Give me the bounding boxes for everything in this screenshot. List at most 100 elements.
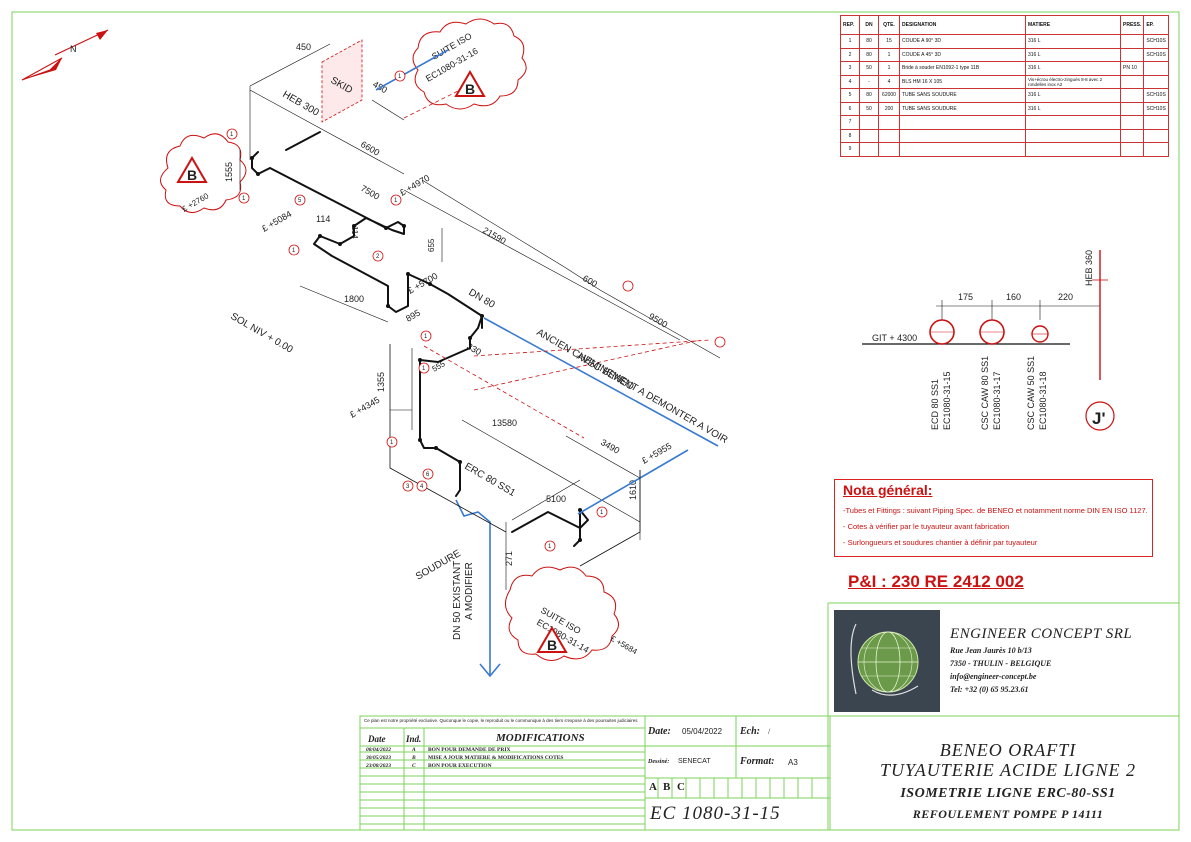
svg-text:1: 1 — [600, 510, 604, 516]
dim-175: 175 — [958, 292, 973, 302]
svg-text:1: 1 — [292, 248, 296, 254]
table-row: 9 — [840, 142, 1169, 157]
dim-9500: 9500 — [647, 311, 669, 330]
rev-b-ind: B — [412, 755, 416, 761]
csc50-ref-label: EC1080-31-18 — [1038, 371, 1048, 430]
company-email: info@engineer-concept.be — [950, 672, 1037, 681]
bom-col-matiere: MATIERE — [1025, 15, 1121, 35]
rev-col-date: Date — [368, 734, 386, 744]
drawn-by-label: Dessiné: — [648, 759, 670, 765]
dim-1355: 1355 — [376, 372, 386, 392]
dim-3490: 3490 — [599, 437, 621, 456]
dim-6600: 6600 — [359, 139, 381, 158]
pid-reference: P&I : 230 RE 2412 002 — [848, 572, 1024, 591]
svg-text:1: 1 — [548, 544, 552, 550]
rev-col-ind: Ind. — [406, 734, 422, 744]
svg-text:1: 1 — [242, 196, 246, 202]
company-address-1: Rue Jean Jaurès 10 b/13 — [950, 646, 1032, 655]
csc80-ref-label: EC1080-31-17 — [992, 371, 1002, 430]
rev-a-date: 08/04/2022 — [366, 747, 392, 753]
elevation-4970: £ +4970 — [398, 173, 431, 198]
note-line-2: - Cotes à vérifier par le tuyauteur avan… — [843, 522, 1010, 531]
revision-mark-b-top: B — [465, 81, 475, 97]
csc80-line-label: CSC CAW 80 SS1 — [980, 356, 990, 430]
dim-450-top: 450 — [296, 42, 311, 52]
svg-text:1: 1 — [390, 440, 394, 446]
dimension-lines — [239, 43, 721, 590]
company-phone: Tel: +32 (0) 65 95.23.61 — [950, 685, 1029, 694]
company-address-2: 7350 - THULIN - BELGIQUE — [950, 659, 1052, 668]
part-bubbles: 1 1 5 1 2 1 1 1 1 6 3 4 1 1 1 — [226, 70, 726, 552]
title-block-frame — [359, 602, 1179, 831]
format-value: A3 — [788, 758, 798, 767]
dim-895: 895 — [404, 308, 422, 324]
revision-index-b: B — [663, 781, 671, 793]
bom-header-row: REP. DN QTE. DESIGNATION MATIERE PRESS. … — [840, 15, 1169, 35]
drawing-title-1: TUYAUTERIE ACIDE LIGNE 2 — [880, 760, 1136, 780]
heb300-label: HEB 300 — [281, 89, 322, 119]
revision-mark-b-bottom: B — [547, 637, 557, 653]
format-label: Format: — [740, 756, 775, 767]
rev-c-text: BON POUR EXECUTION — [428, 763, 492, 769]
revision-cloud-bottom: SUITE ISO EC1080-31-14 B £ +5684 — [505, 566, 639, 661]
rev-b-date: 30/05/2023 — [366, 755, 392, 761]
globe-logo-icon — [850, 623, 919, 696]
pipe-joints — [250, 156, 582, 542]
pipe-old-route — [375, 49, 719, 678]
note-line-1: -Tubes et Fittings : suivant Piping Spec… — [843, 506, 1148, 515]
svg-text:1: 1 — [422, 366, 426, 372]
git-label: GIT + 4300 — [872, 333, 917, 343]
revision-index-c: C — [677, 781, 685, 793]
note-line-3: - Surlongueurs et soudures chantier à dé… — [843, 538, 1038, 547]
dim-600: 600 — [581, 273, 599, 289]
svg-text:1: 1 — [424, 334, 428, 340]
revision-cloud-top: SUITE ISO EC1080-31-16 B — [412, 18, 527, 110]
dn50-modify-label: A MODIFIER — [464, 562, 475, 620]
client-name: BENEO ORAFTI — [939, 740, 1077, 760]
dn50-existing-label: DN 50 EXISTANT — [452, 561, 463, 640]
bom-col-qte: QTE. — [878, 15, 900, 35]
dn80-label: DN 80 — [467, 287, 497, 311]
svg-text:5: 5 — [298, 198, 302, 204]
bom-col-press: PRESS. — [1119, 15, 1145, 35]
rev-b-text: MISE A JOUR MATIERE & MODIFICATIONS COTE… — [428, 755, 564, 761]
dim-114-a: 114 — [316, 214, 330, 224]
revision-mark-b: B — [187, 167, 197, 183]
dim-220: 220 — [1058, 292, 1073, 302]
heb360-label: HEB 360 — [1084, 250, 1094, 286]
dim-1800: 1800 — [344, 294, 364, 304]
date-label: Date: — [648, 726, 671, 737]
dim-271: 271 — [504, 551, 514, 566]
scale-value: / — [768, 727, 771, 736]
dim-21590: 21590 — [481, 225, 508, 246]
company-name: ENGINEER CONCEPT SRL — [950, 626, 1133, 642]
svg-text:2: 2 — [376, 254, 380, 260]
table-row: 8 — [840, 128, 1169, 143]
section-j-label: J' — [1092, 409, 1106, 428]
dim-1555: 1555 — [224, 162, 234, 182]
svg-text:1: 1 — [394, 198, 398, 204]
rev-a-ind: A — [412, 747, 416, 753]
drawing-title-3: REFOULEMENT POMPE P 14111 — [912, 807, 1104, 821]
scale-label: Ech: — [740, 726, 760, 737]
elevation-2760: £ +2760 — [181, 191, 211, 214]
dim-5100: 5100 — [546, 494, 566, 504]
svg-text:6: 6 — [426, 472, 430, 478]
section-marker-j — [1085, 401, 1115, 431]
dashed-references — [403, 89, 711, 439]
skid-box: SKID — [321, 39, 363, 123]
csc50-line-label: CSC CAW 50 SS1 — [1026, 356, 1036, 430]
north-arrow-icon: N — [21, 29, 109, 81]
erc-line-label: ERC 80 SS1 — [463, 461, 518, 499]
table-row: 7 — [840, 115, 1169, 130]
dim-160: 160 — [1006, 292, 1021, 302]
bom-col-designation: DESIGNATION — [899, 15, 1026, 35]
rev-c-ind: C — [412, 763, 416, 769]
structure-outline — [389, 344, 641, 567]
rev-col-modifications: MODIFICATIONS — [496, 732, 585, 744]
